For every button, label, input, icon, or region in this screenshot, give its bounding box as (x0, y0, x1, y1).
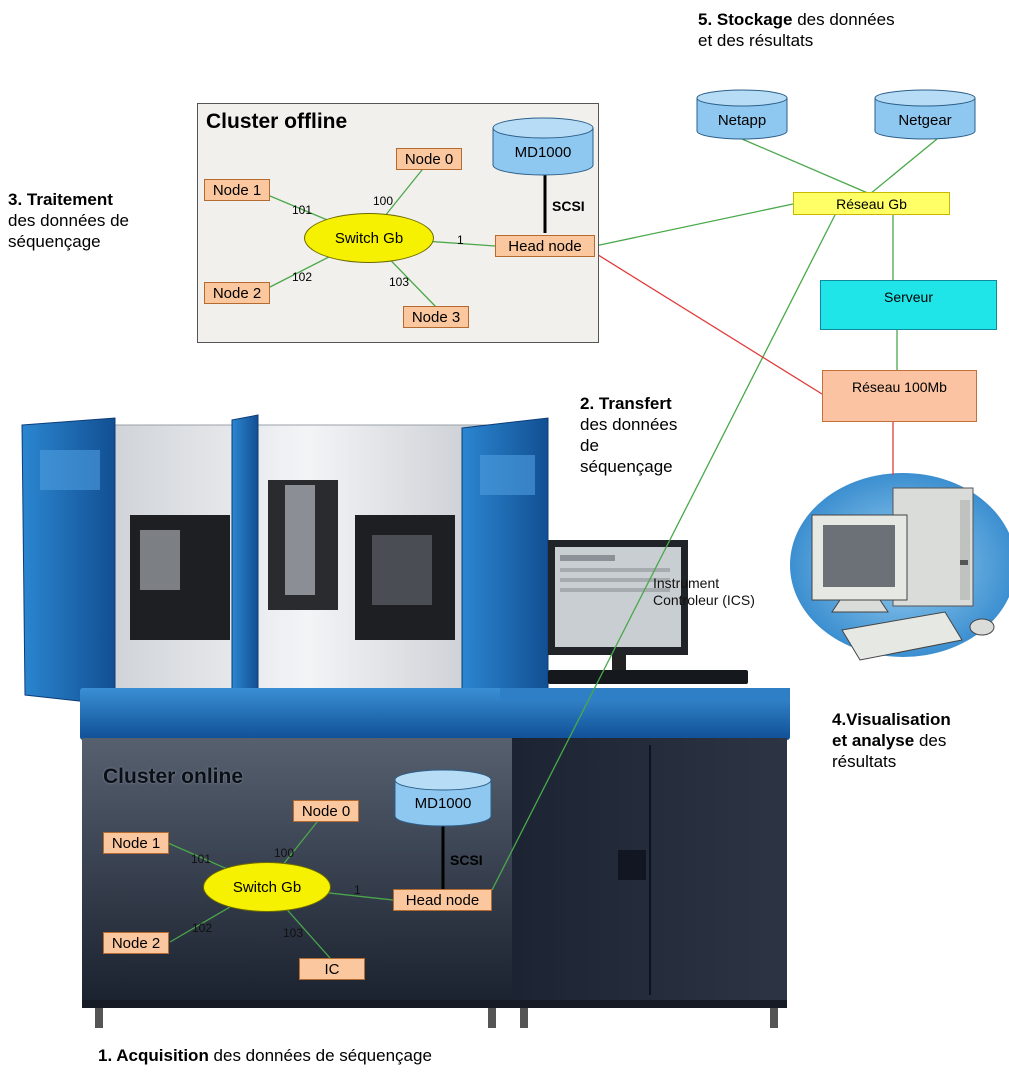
offline-edge-label-1: 1 (457, 233, 464, 247)
caption-step-3-bold: 3. Traitement (8, 190, 113, 209)
offline-edge-label-102: 102 (292, 270, 313, 284)
online-md1000-label: MD1000 (414, 794, 472, 812)
caption-step-1-bold: 1. Acquisition (98, 1046, 209, 1065)
offline-edge-label-101: 101 (292, 203, 313, 217)
online-edge-label-101: 101 (191, 852, 212, 866)
caption-step-4-line3: résultats (832, 752, 897, 771)
caption-step-2-bold: 2. Transfert (580, 394, 672, 413)
caption-step-2-line4: séquençage (580, 457, 673, 476)
reseau-gb: Réseau Gb (793, 192, 950, 215)
caption-step-3: 3. Traitement des données de séquençage (8, 189, 129, 252)
online-node-ic: IC (299, 958, 365, 980)
online-node-2: Node 2 (103, 932, 169, 954)
offline-node-3: Node 3 (403, 306, 469, 328)
online-node-0: Node 0 (293, 800, 359, 822)
offline-node-2: Node 2 (204, 282, 270, 304)
caption-step-3-line3: séquençage (8, 232, 101, 251)
online-edge-label-100: 100 (274, 846, 295, 860)
online-edge-label-103: 103 (283, 926, 304, 940)
caption-step-4: 4.Visualisation et analyse des résultats (832, 709, 951, 772)
offline-switch: Switch Gb (304, 213, 434, 263)
cluster-offline-title: Cluster offline (206, 110, 348, 133)
offline-md1000-label: MD1000 (514, 143, 572, 161)
online-scsi-label: SCSI (450, 852, 483, 868)
online-edge-label-1: 1 (354, 883, 361, 897)
offline-node-1: Node 1 (204, 179, 270, 201)
netapp-label: Netapp (717, 111, 767, 129)
serveur: Serveur (820, 280, 997, 330)
caption-step-2-line2: des données (580, 415, 678, 434)
caption-step-4-line2-rest: des (914, 731, 947, 750)
caption-step-4-line2-bold: et analyse (832, 731, 915, 750)
instrument-controller-label: Instrument Controleur (ICS) (653, 575, 755, 609)
online-node-1: Node 1 (103, 832, 169, 854)
workstation-illustration (790, 473, 1009, 661)
caption-step-1-rest: des données de séquençage (208, 1046, 432, 1065)
caption-step-2-line3: de (580, 436, 599, 455)
offline-head-node: Head node (495, 235, 595, 257)
online-switch: Switch Gb (203, 862, 331, 912)
netgear-label: Netgear (898, 111, 952, 129)
online-edge-label-102: 102 (192, 921, 213, 935)
reseau-100mb: Réseau 100Mb (822, 370, 977, 422)
instrument-label-line1: Instrument (653, 575, 720, 591)
caption-step-5-rest: des données (792, 10, 895, 29)
offline-scsi-label: SCSI (552, 198, 585, 214)
caption-step-4-bold: 4.Visualisation (832, 710, 951, 729)
offline-node-0: Node 0 (396, 148, 462, 170)
offline-edge-label-100: 100 (373, 194, 394, 208)
caption-step-1: 1. Acquisition des données de séquençage (98, 1045, 432, 1066)
caption-step-2: 2. Transfert des données de séquençage (580, 393, 677, 477)
online-head-node: Head node (393, 889, 492, 911)
offline-edge-label-103: 103 (389, 275, 410, 289)
cluster-online-title: Cluster online (103, 765, 244, 788)
caption-step-5-bold: 5. Stockage (698, 10, 793, 29)
caption-step-5-line2: et des résultats (698, 31, 814, 50)
caption-step-3-line2: des données de (8, 211, 129, 230)
caption-step-5: 5. Stockage des données et des résultats (698, 9, 895, 51)
instrument-label-line2: Controleur (ICS) (653, 592, 755, 608)
